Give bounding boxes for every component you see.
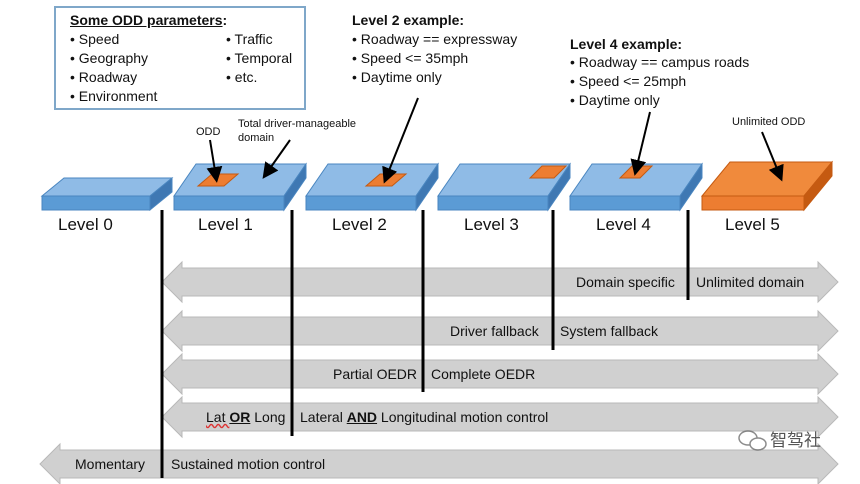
row4-left-long: Long [250, 409, 286, 425]
row4-left-lat: Lat [206, 409, 230, 425]
level0-slab [40, 176, 174, 212]
level2-slab [305, 162, 439, 212]
total-domain-pointer [262, 139, 291, 179]
level2-example-title: Level 2 example: [352, 12, 465, 28]
level2-example-item: • Speed <= 35mph [352, 50, 469, 66]
row2-left-label: Driver fallback [450, 323, 539, 339]
level3-slab [437, 162, 571, 212]
level-label: Level 5 [725, 215, 780, 234]
row5-left-label: Momentary [75, 456, 146, 472]
level2-example-item: • Daytime only [352, 69, 442, 85]
total-domain-line2: domain [238, 132, 275, 144]
level4-example-item: • Roadway == campus roads [570, 54, 750, 70]
odd-pointer [206, 139, 223, 183]
odd-box-title-suffix: : [222, 12, 228, 28]
row4-left-label: Lat OR Long [206, 409, 285, 425]
row3-right-label: Complete OEDR [431, 366, 536, 382]
level4-example-item: • Daytime only [570, 92, 660, 108]
odd-right-item: • Temporal [226, 50, 293, 66]
level-label: Level 0 [58, 215, 113, 234]
arrow-row1 [161, 260, 839, 304]
watermark-text: 智驾社 [770, 431, 821, 450]
arrow-row5 [39, 442, 839, 484]
row4-right-longitudinal: Longitudinal motion control [377, 409, 549, 425]
arrow-row4 [161, 395, 839, 439]
row1-left-label: Domain specific [576, 274, 675, 290]
level-label: Level 3 [464, 215, 519, 234]
wechat-watermark-icon [738, 430, 767, 451]
level5-slab [700, 160, 834, 212]
odd-callout-label: ODD [196, 126, 221, 138]
odd-box-title: Some ODD parameters [70, 12, 223, 28]
arrow-row2 [161, 309, 839, 353]
total-domain-callout-label: Total driver-manageable domain [238, 117, 356, 145]
odd-left-item: • Roadway [70, 69, 138, 85]
unlimited-odd-callout-label: Unlimited ODD [732, 116, 806, 128]
level4-example-pointer [630, 111, 651, 176]
level4-example-item: • Speed <= 25mph [570, 73, 687, 89]
total-domain-line1: Total driver-manageable [238, 118, 357, 130]
level-label: Level 1 [198, 215, 253, 234]
level2-example-item: • Roadway == expressway [352, 31, 518, 47]
row4-left-or: OR [229, 409, 251, 425]
row5-right-label: Sustained motion control [171, 456, 326, 472]
unlimited-odd-pointer [761, 131, 784, 182]
row1-right-label: Unlimited domain [696, 274, 805, 290]
arrow-row3 [161, 352, 839, 396]
odd-parameters-box: Some ODD parameters: • Speed • Geography… [54, 6, 306, 110]
row3-left-label: Partial OEDR [333, 366, 418, 382]
level4-slab [569, 162, 703, 212]
odd-right-item: • Traffic [226, 31, 273, 47]
level4-example-title: Level 4 example: [570, 36, 683, 52]
row4-right-label: Lateral AND Longitudinal motion control [300, 409, 548, 425]
odd-right-item: • etc. [226, 69, 258, 85]
level1-slab [173, 162, 307, 212]
level-label: Level 4 [596, 215, 651, 234]
row4-right-lateral: Lateral [300, 409, 347, 425]
row2-right-label: System fallback [560, 323, 659, 339]
level2-example-pointer [382, 97, 419, 184]
odd-left-item: • Geography [70, 50, 149, 66]
odd-left-item: • Environment [70, 88, 158, 104]
row4-right-and: AND [346, 409, 378, 425]
level-label: Level 2 [332, 215, 387, 234]
odd-left-item: • Speed [70, 31, 120, 47]
level3-odd-patch [528, 165, 568, 179]
